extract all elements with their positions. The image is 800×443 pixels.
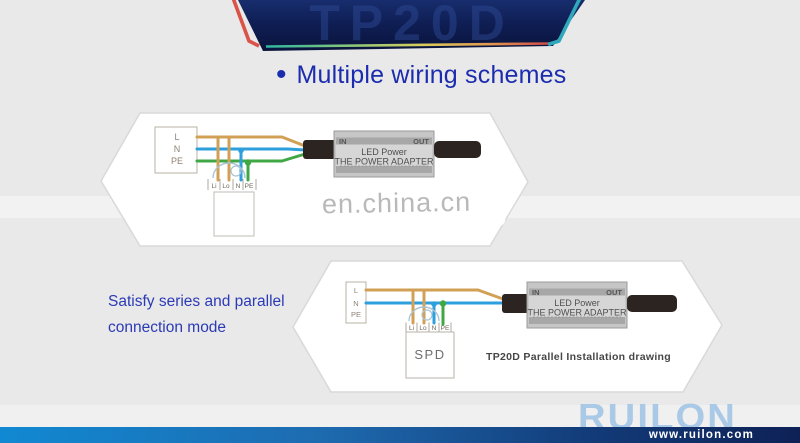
adapter-band-bottom xyxy=(336,166,432,173)
parallel-caption: TP20D Parallel Installation drawing xyxy=(486,351,671,363)
banner: TP20D xyxy=(231,0,585,51)
adapter-name-line2: THE POWER ADAPTER xyxy=(527,308,627,318)
wire-neutral xyxy=(195,147,307,152)
side-note-line2: connection mode xyxy=(108,319,227,336)
terminal-label-l: L xyxy=(174,132,179,142)
terminal-label-n: N xyxy=(353,299,358,308)
spd-label: SPD xyxy=(414,347,445,362)
adapter-band-bottom xyxy=(529,317,625,324)
banner-left-stroke xyxy=(231,0,260,48)
watermark-pill xyxy=(296,184,506,230)
banner-right-stroke xyxy=(547,0,582,47)
pin-label-lo: Lo xyxy=(419,325,427,332)
terminal-label-pe: PE xyxy=(351,310,361,319)
wire-earth xyxy=(195,152,307,163)
junction-dot-neutral xyxy=(431,301,437,307)
adapter-band-top xyxy=(336,137,432,145)
pin-label-pe: PE xyxy=(441,325,450,332)
led-adapter: IN OUT LED Power THE POWER ADAPTER xyxy=(333,130,435,178)
adapter-band-top xyxy=(529,288,625,296)
title-bullet: • xyxy=(276,58,287,91)
pin-label-pe: PE xyxy=(245,183,254,190)
spd-box xyxy=(405,331,455,379)
crossing-arc xyxy=(408,306,440,322)
banner-trapezoid xyxy=(238,0,585,51)
banner-rainbow-line xyxy=(265,42,551,48)
footer-website: www.ruilon.com xyxy=(648,429,754,441)
adapter-name-line1: LED Power xyxy=(361,147,407,157)
cable-in xyxy=(303,140,336,159)
wire-live xyxy=(195,135,307,148)
diagram-parallel: L N PE Li Lo N PE SPD xyxy=(345,281,677,379)
junction-dot-earth xyxy=(439,300,447,307)
title-row: • Multiple wiring schemes xyxy=(276,60,566,90)
adapter-in-label: IN xyxy=(339,137,347,146)
adapter-out-label: OUT xyxy=(413,137,429,146)
cable-out xyxy=(434,141,481,158)
cable-out xyxy=(627,295,677,312)
footer-bar: www.ruilon.com xyxy=(0,427,800,443)
pin-label-li: Li xyxy=(211,183,216,190)
connector-ticks xyxy=(207,179,257,190)
adapter-out-label: OUT xyxy=(606,288,622,297)
adapter-name-line2: THE POWER ADAPTER xyxy=(334,157,434,167)
terminal-label-l: L xyxy=(354,286,358,295)
page-title: Multiple wiring schemes xyxy=(296,60,567,89)
pin-label-li: Li xyxy=(409,325,414,332)
side-note-line1: Satisfy series and parallel xyxy=(108,293,285,310)
pin-label-n: N xyxy=(432,325,437,332)
cable-in xyxy=(502,294,529,313)
junction-dot-earth xyxy=(244,159,252,166)
side-note: Satisfy series and parallel connection m… xyxy=(108,289,285,341)
spd-box-unlabeled xyxy=(213,191,255,237)
junction-dot-neutral xyxy=(238,147,244,154)
crossing-loop xyxy=(421,309,433,321)
connector-ticks xyxy=(405,322,452,332)
led-adapter: IN OUT LED Power THE POWER ADAPTER xyxy=(526,281,628,329)
adapter-band-mid xyxy=(336,144,432,166)
pin-label-lo: Lo xyxy=(222,183,230,190)
adapter-in-label: IN xyxy=(532,288,540,297)
terminal-label-n: N xyxy=(174,144,181,154)
crossing-loop xyxy=(230,165,242,177)
adapter-band-mid xyxy=(529,295,625,317)
crossing-arc xyxy=(212,162,246,179)
wire-live xyxy=(364,288,505,301)
adapter-name-line1: LED Power xyxy=(554,298,600,308)
diagram-series: L N PE Li Lo N PE xyxy=(154,126,481,237)
background-strip-lower xyxy=(0,405,800,427)
terminal-label-pe: PE xyxy=(171,156,183,166)
pin-label-n: N xyxy=(236,183,241,190)
banner-model-text: TP20D xyxy=(309,0,515,51)
